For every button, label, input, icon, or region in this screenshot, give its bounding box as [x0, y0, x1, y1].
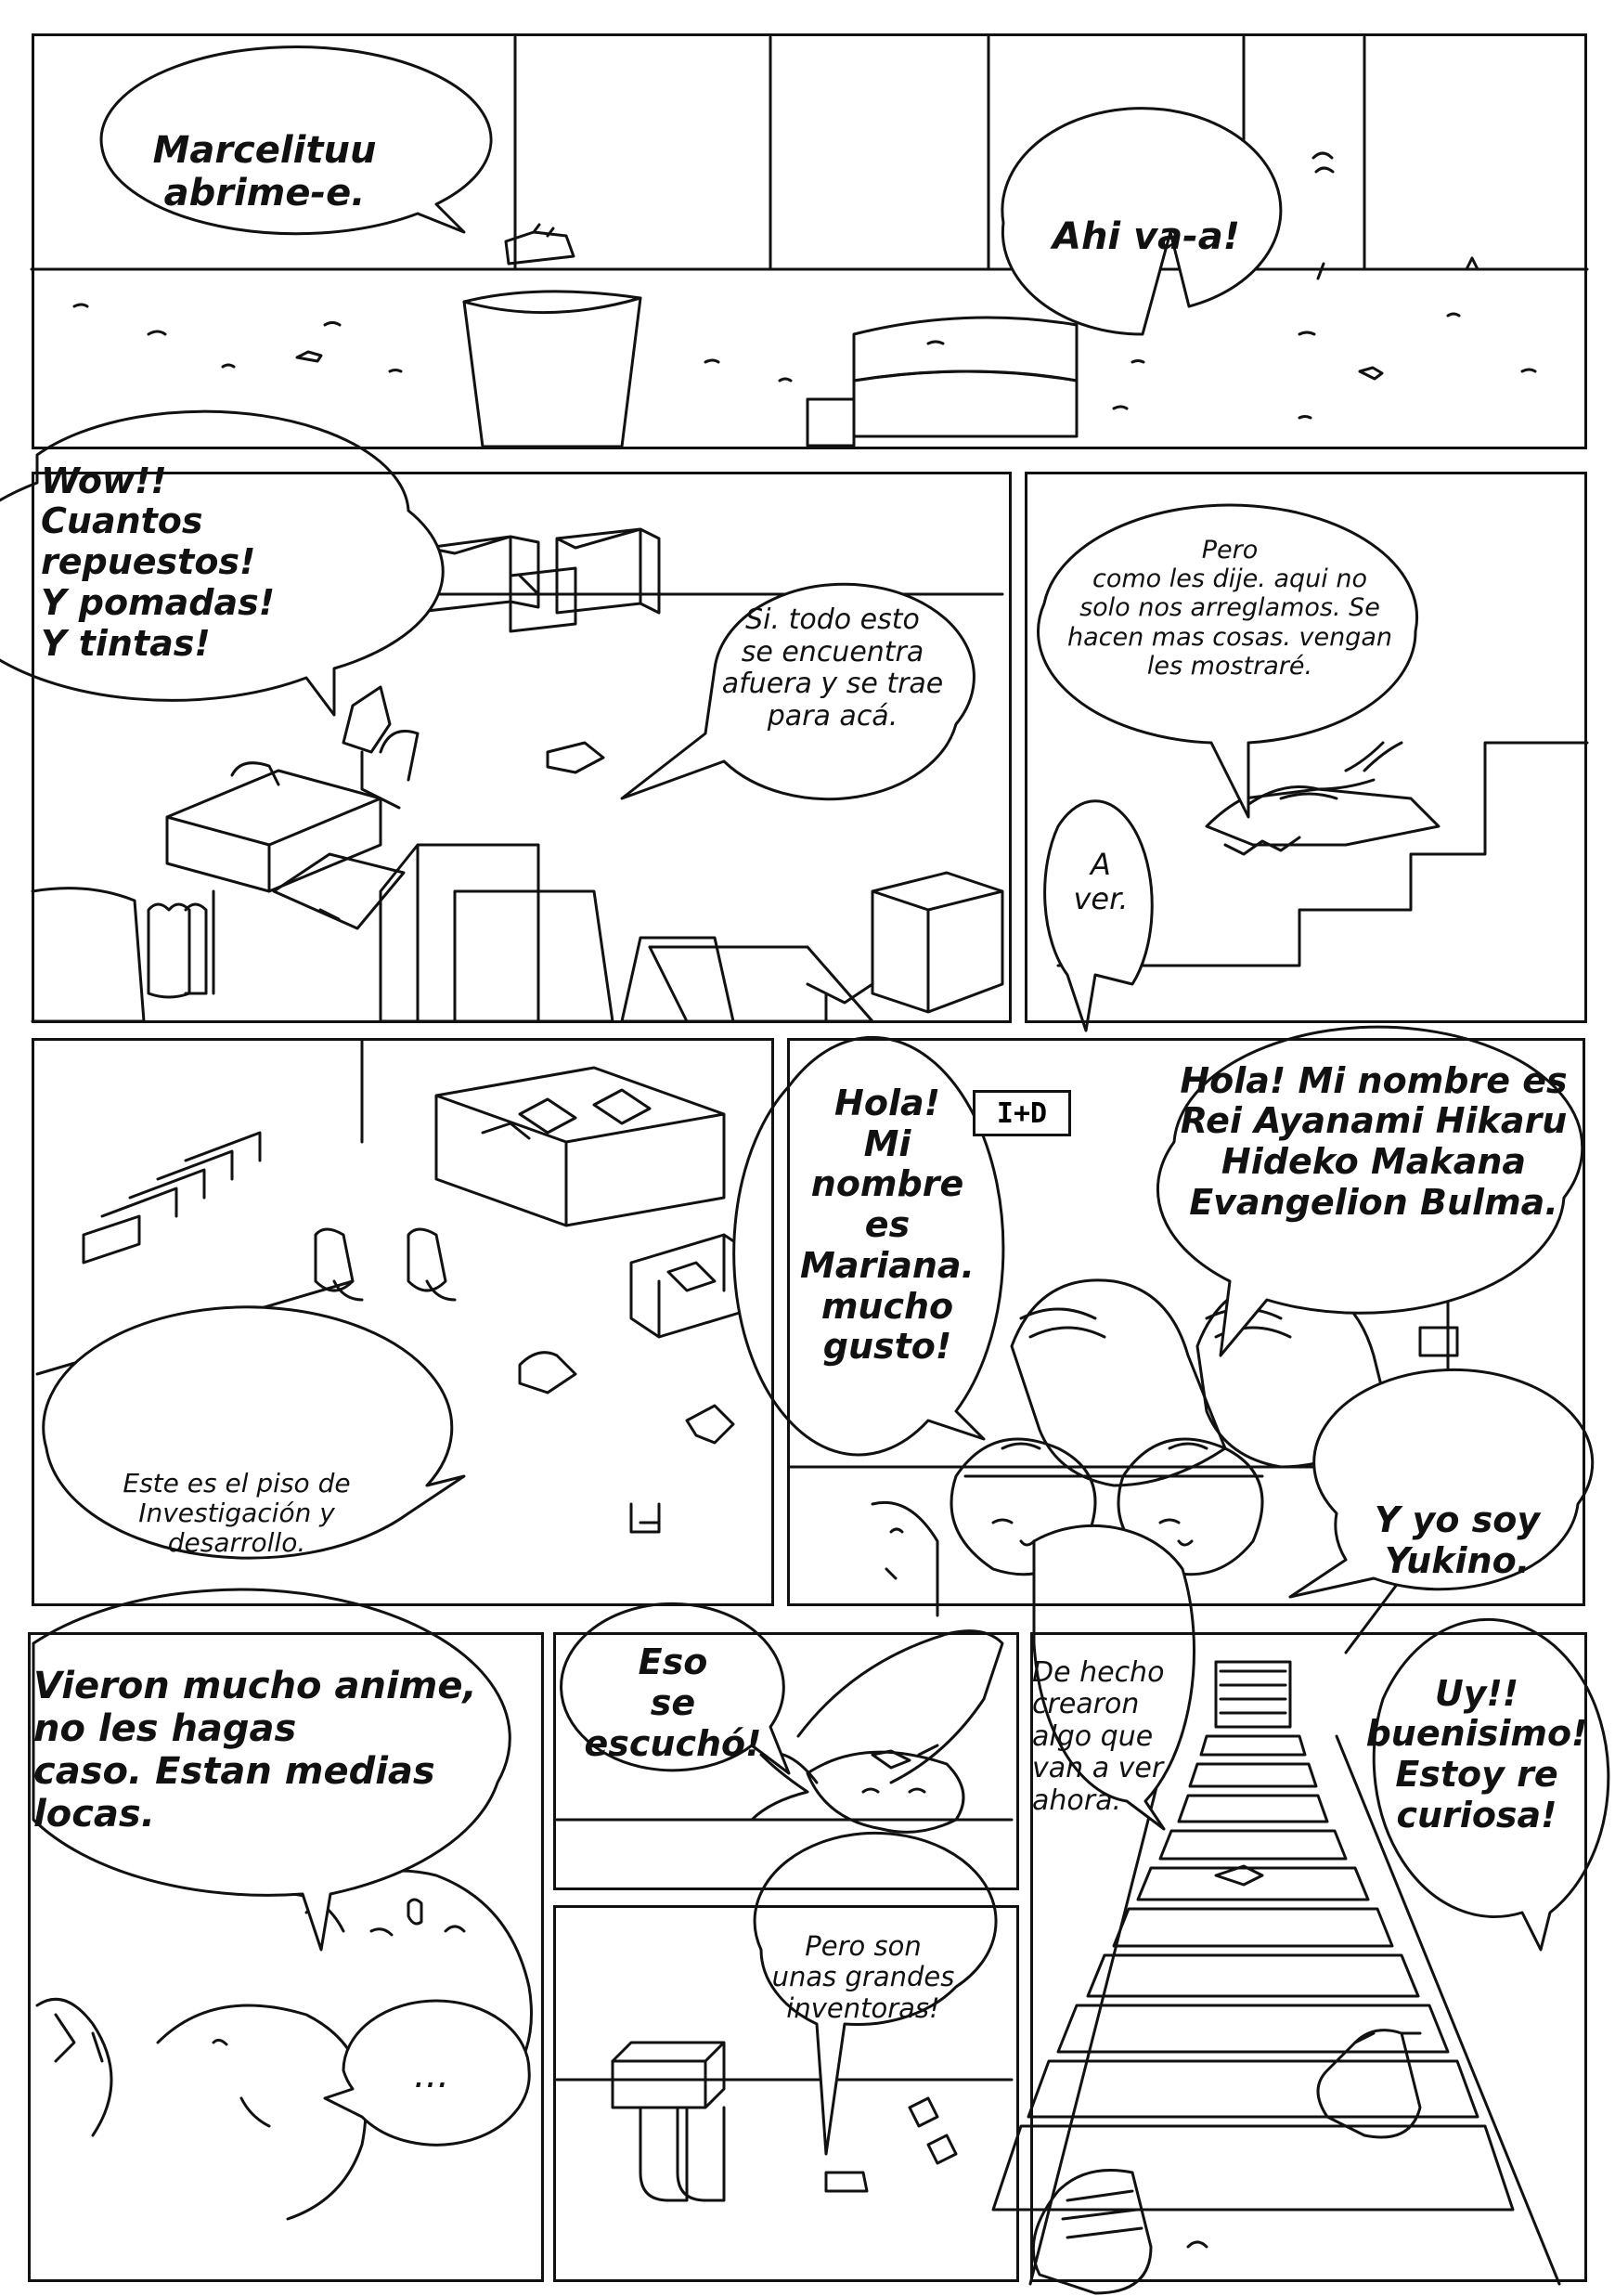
speech-bubble-eso-se-escucho: Eso se escuchó! — [584, 1641, 762, 1764]
panel-3 — [1025, 472, 1587, 1023]
speech-bubble-uy-buenisimo: Uy!! buenisimo! Estoy re curiosa! — [1365, 1672, 1588, 1836]
speech-bubble-pero-son-inventoras: Pero son unas grandes inventoras! — [771, 1929, 955, 2024]
speech-bubble-vieron-mucho-anime: Vieron mucho anime, no les hagas caso. E… — [33, 1665, 477, 1836]
speech-bubble-si-todo-esto: Si. todo esto se encuentra afuera y se t… — [721, 603, 944, 733]
panel-2-background — [31, 527, 1004, 1023]
panel-1-background — [30, 35, 1589, 448]
speech-bubble-y-yo-soy-yukino: Y yo soy Yukino. — [1374, 1499, 1541, 1581]
speech-bubble-wow-cuantos: Wow!! Cuantos repuestos! Y pomadas! Y ti… — [41, 460, 276, 664]
speech-bubble-hola-mariana: Hola! Mi nombre es Mariana. mucho gusto! — [800, 1083, 975, 1368]
panel-2 — [32, 472, 1012, 1023]
speech-bubble-de-hecho-crearon: De hecho crearon algo que van a ver ahor… — [1032, 1655, 1165, 1817]
panel-7 — [553, 1632, 1019, 1890]
speech-bubble-ellipsis: ... — [413, 2054, 450, 2096]
panel-9 — [1030, 1632, 1587, 2282]
panel-4 — [32, 1038, 774, 1606]
sign-i-mas-d: I+D — [973, 1090, 1071, 1136]
panel-8-background — [555, 2041, 1014, 2202]
panel-1 — [32, 33, 1587, 449]
panel-8 — [553, 1905, 1019, 2282]
speech-bubble-outlines — [0, 45, 1610, 2156]
speech-bubble-este-es-el-piso: Este es el piso de Investigación y desar… — [123, 1467, 351, 1559]
panel-7-background — [555, 1629, 1014, 1887]
speech-bubble-pero-como-les-dije: Pero como les dije. aqui no solo nos arr… — [1066, 536, 1392, 681]
speech-bubble-ahi-va: Ahi va-a! — [1053, 215, 1240, 258]
speech-bubble-marcelituu: Marcelituu abrime-e. — [152, 129, 377, 214]
speech-bubble-a-ver: A ver. — [1073, 847, 1129, 916]
panel-5 — [787, 1038, 1585, 1606]
panel-6 — [28, 1632, 544, 2282]
speech-bubble-hola-rei-ayanami: Hola! Mi nombre es Rei Ayanami Hikaru Hi… — [1180, 1059, 1568, 1223]
